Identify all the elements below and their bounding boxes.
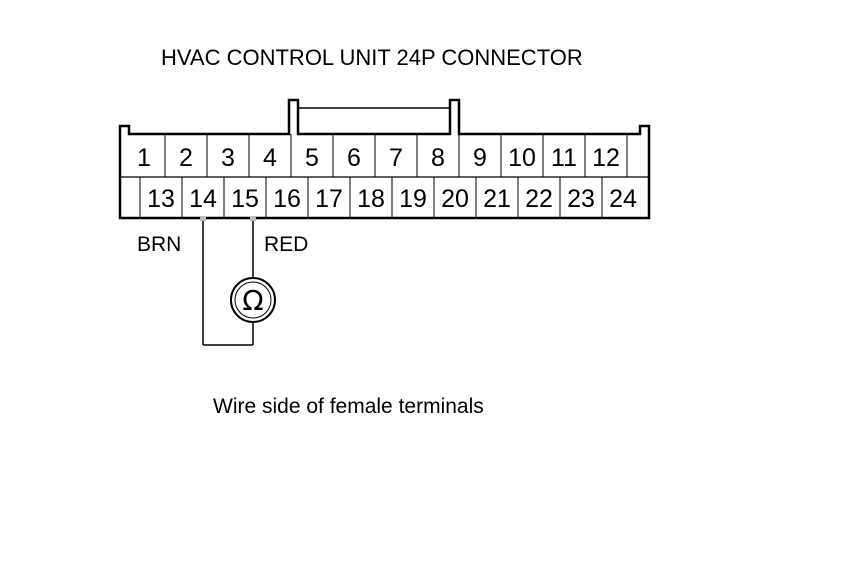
pin-6: 6: [347, 144, 361, 172]
pin-7: 7: [389, 144, 403, 172]
row2-dividers: [139, 177, 603, 218]
brn-wire-label: BRN: [137, 233, 182, 256]
pin-16: 16: [273, 185, 301, 213]
row1-dividers: [164, 134, 628, 177]
pin-23: 23: [567, 185, 595, 213]
brn-probe-tip: [200, 217, 206, 221]
pin-19: 19: [399, 185, 427, 213]
red-probe-tip: [250, 217, 256, 221]
pin-9: 9: [473, 144, 487, 172]
pin-3: 3: [221, 144, 235, 172]
pin-4: 4: [263, 144, 277, 172]
pin-13: 13: [147, 185, 175, 213]
pin-1: 1: [137, 144, 151, 172]
connector-outline: [118, 98, 651, 220]
pin-10: 10: [508, 144, 536, 172]
pin-22: 22: [525, 185, 553, 213]
pin-15: 15: [231, 185, 259, 213]
pin-21: 21: [483, 185, 511, 213]
pin-20: 20: [441, 185, 469, 213]
pin-17: 17: [315, 185, 343, 213]
pin-8: 8: [431, 144, 445, 172]
pin-18: 18: [357, 185, 385, 213]
terminal-caption: Wire side of female terminals: [213, 395, 484, 418]
connector-title: HVAC CONTROL UNIT 24P CONNECTOR: [161, 45, 583, 70]
pin-14: 14: [189, 185, 217, 213]
pin-24: 24: [609, 185, 637, 213]
pin-12: 12: [592, 144, 620, 172]
ohm-symbol: Ω: [242, 284, 263, 317]
pin-5: 5: [305, 144, 319, 172]
red-wire-label: RED: [264, 233, 309, 256]
pin-2: 2: [179, 144, 193, 172]
ohmmeter-icon: Ω: [230, 277, 276, 323]
pin-11: 11: [551, 144, 577, 172]
